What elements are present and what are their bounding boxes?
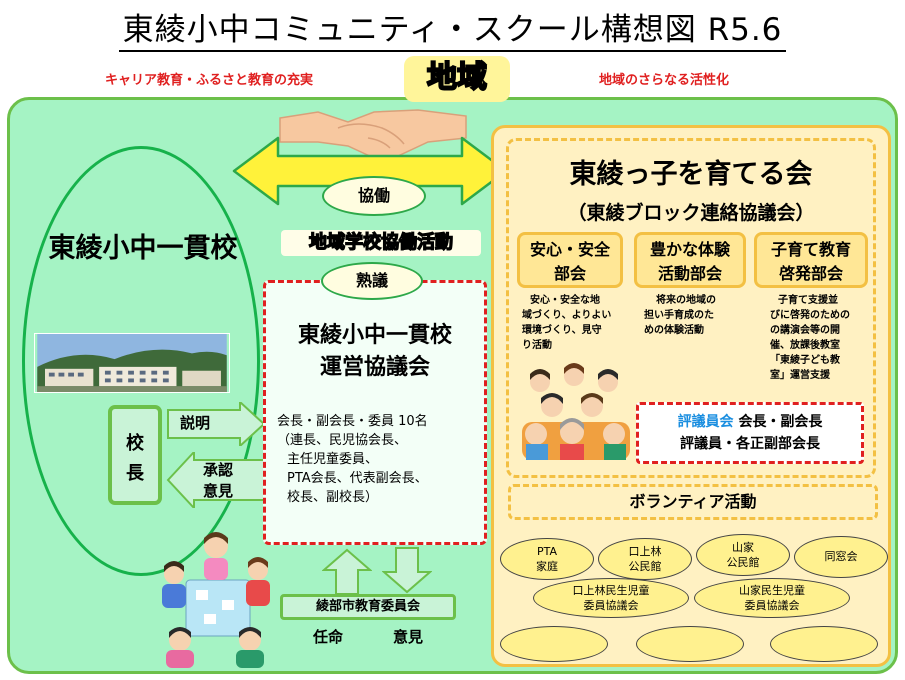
dept-experience-name-line1: 豊かな体験 [649,240,730,259]
association-subtitle: （東綾ブロック連絡協議会） [567,202,815,224]
dept-safety-desc-line4: り活動 [522,340,552,351]
career-education-caption: キャリア教育・ふるさと教育の充実 [105,73,314,88]
meeting-people-illustration [162,532,270,668]
org-kuchikambayashi-hall: 口上林 公民館 [598,538,692,580]
dept-childcare-desc-line2: びに啓発のための [770,310,850,321]
collaboration-pill: 協働 [322,176,426,216]
approve-label-line2: 意見 [203,482,234,500]
council-title: 東綾小中一貫校 運営協議会 [263,320,487,384]
trustee-council-line2: 評議員・各正副部会長 [680,436,820,452]
council-members-line1: 会長・副会長・委員 10名 [277,414,428,429]
org-yamaga-hall-line2: 公民館 [726,556,760,569]
org-pta-family-line2: 家庭 [536,560,558,573]
dept-safety-desc-line1: 安心・安全な地 [530,295,600,306]
dept-childcare-desc-line3: の講演会等の開 [770,325,840,336]
org-empty-3 [770,626,878,662]
regional-revitalization-caption: 地域のさらなる活性化 [599,73,730,88]
org-empty-2 [636,626,744,662]
council-members-line5: 校長、副校長） [287,490,379,505]
dept-childcare-desc: 子育て支援並 びに啓発のための の講演会等の開 催、放課後教室 「東綾子ども教 … [770,293,870,383]
principal-label-1: 校 [126,433,144,454]
deliberation-pill: 熟議 [321,262,423,300]
dept-safety-desc: 安心・安全な地 域づくり、よりよい 環境づくり、見守 り活動 [522,293,628,353]
principal-label-2: 長 [126,463,144,484]
opinion-label: 意見 [393,628,424,646]
association-box [506,138,876,478]
approve-label: 承認 意見 [203,460,233,502]
trustee-council-highlight: 評議員会 [677,414,734,430]
dept-safety-name-line2: 部会 [553,264,586,283]
principal-box: 校 長 [108,405,162,505]
org-yamaga-hall-line1: 山家 [732,541,754,554]
dept-childcare-name-line1: 子育て教育 [770,240,851,259]
association-title: 東綾っ子を育てる会 [569,159,813,190]
dept-safety-desc-line3: 環境づくり、見守 [522,325,602,336]
dept-safety-desc-line2: 域づくり、よりよい [522,310,612,321]
region-label: 地域 [404,56,510,102]
org-yamaga-welfare-line1: 山家民生児童 [739,584,805,597]
council-members-line4: PTA会長、代表副会長、 [287,471,428,486]
org-kuchikambayashi-welfare-line2: 委員協議会 [583,599,639,612]
dept-experience-desc-line1: 将来の地域の [656,295,716,306]
opinion-arrow [382,547,432,594]
org-pta-family: PTA 家庭 [500,538,594,580]
dept-safety: 安心・安全 部会 [517,232,623,288]
dept-experience-desc-line3: めの体験活動 [644,325,704,336]
school-oval [22,146,260,576]
approve-label-line1: 承認 [203,461,234,479]
dept-childcare-name-line2: 啓発部会 [778,264,843,283]
council-members: 会長・副会長・委員 10名 （連長、民児協会長、 主任児童委員、 PTA会長、代… [277,412,485,507]
org-empty-1 [500,626,608,662]
dept-safety-name-line1: 安心・安全 [529,240,610,259]
appoint-arrow [322,548,372,595]
council-members-line2: （連長、民児協会長、 [277,433,408,448]
explain-label: 説明 [180,414,211,432]
volunteer-activity-box: ボランティア活動 [508,484,878,520]
handshake-illustration [279,109,467,159]
dept-childcare-desc-line4: 催、放課後教室 [770,340,840,351]
explain-arrow [167,402,266,446]
org-yamaga-hall: 山家 公民館 [696,534,790,576]
trustee-council-box: 評議員会 会長・副会長 評議員・各正副部会長 [636,402,864,464]
org-kuchikambayashi-hall-line2: 公民館 [628,560,662,573]
council-title-line2: 運営協議会 [319,355,430,380]
council-members-line3: 主任児童委員、 [287,452,379,467]
org-alumni: 同窓会 [794,536,888,578]
council-title-line1: 東綾小中一貫校 [297,323,452,348]
school-community-activity-label: 地域学校協働活動 [281,230,481,256]
org-yamaga-welfare: 山家民生児童 委員協議会 [694,578,850,618]
dept-experience-desc-line2: 担い手育成のた [644,310,714,321]
cheering-people-illustration [522,363,630,460]
page-title: 東綾小中コミュニティ・スクール構想図 R5.6 [0,4,905,52]
dept-experience: 豊かな体験 活動部会 [634,232,746,288]
dept-experience-name-line2: 活動部会 [657,264,722,283]
board-of-education-box: 綾部市教育委員会 [280,594,456,620]
dept-childcare-desc-line6: 室」運営支援 [770,370,830,381]
org-alumni-line1: 同窓会 [824,550,858,563]
org-kuchikambayashi-welfare: 口上林民生児童 委員協議会 [533,578,689,618]
appoint-label: 任命 [313,628,344,646]
dept-childcare: 子育て教育 啓発部会 [754,232,868,288]
org-kuchikambayashi-hall-line1: 口上林 [628,545,662,558]
trustee-council-line1: 会長・副会長 [738,414,823,430]
management-council-box [263,280,487,545]
dept-childcare-desc-line1: 子育て支援並 [778,295,838,306]
org-kuchikambayashi-welfare-line1: 口上林民生児童 [572,584,650,597]
dept-childcare-desc-line5: 「東綾子ども教 [770,355,840,366]
org-yamaga-welfare-line2: 委員協議会 [744,599,800,612]
school-name: 東綾小中一貫校 [48,233,238,264]
dept-experience-desc: 将来の地域の 担い手育成のた めの体験活動 [644,293,748,338]
org-pta-family-line1: PTA [536,545,558,558]
school-building-photo [34,333,230,393]
